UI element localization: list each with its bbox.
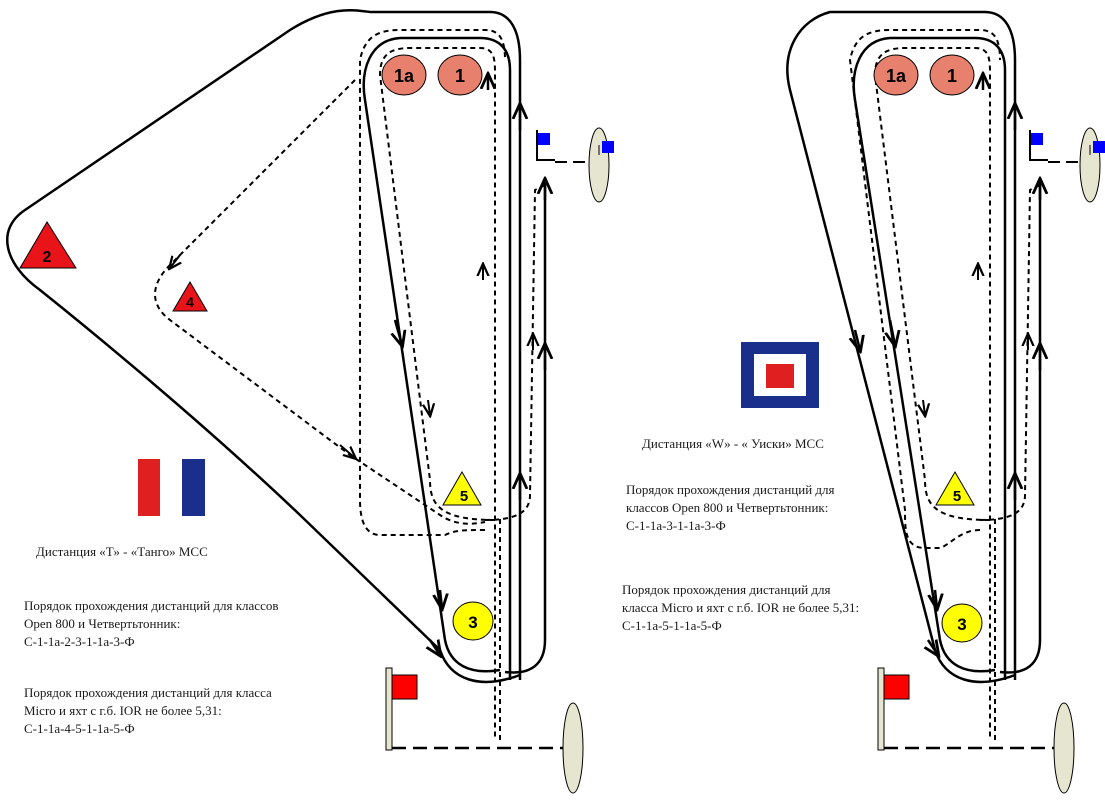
whiskey-order-2-sequence: С-1-1а-5-1-1а-5-Ф (622, 618, 722, 633)
tango-order-1-sequence: С-1-1а-2-3-1-1а-3-Ф (24, 634, 135, 649)
whiskey-order-1-sequence: С-1-1а-3-1-1а-3-Ф (626, 518, 726, 533)
mark-3-label: 3 (468, 613, 477, 632)
whiskey-course-title: Дистанция «W» - « Уиски» МСС (642, 436, 824, 451)
whiskey-course-line-outer (786, 10, 1017, 684)
tango-course-dashed-mark4 (154, 79, 486, 525)
mark-1a-right-label: 1a (886, 66, 907, 86)
start-boat (562, 702, 584, 794)
tango-order-1-classes: Open 800 и Четвертьтонник: (24, 616, 181, 631)
finish-flag-right (1029, 130, 1048, 161)
mark-1a-label: 1a (394, 66, 415, 86)
mark-5-label: 5 (460, 488, 468, 505)
mark-4-label: 4 (186, 294, 194, 310)
tango-course-line-mark2 (6, 9, 522, 684)
whiskey-order-1-classes: классов Open 800 и Четвертьтонник: (626, 500, 829, 515)
tango-course-dashed-right (484, 184, 546, 521)
mark-5-right: 5 (935, 470, 975, 506)
tango-order-2-sequence: С-1-1а-4-5-1-1а-5-Ф (24, 721, 135, 736)
mark-1-label: 1 (455, 66, 465, 86)
whiskey-order-1-heading: Порядок прохождения дистанций для (626, 482, 835, 497)
tango-course-diagram: 1a 1 2 4 5 3 (6, 9, 614, 794)
whiskey-course-diagram: 1a 1 5 3 (741, 10, 1105, 794)
mark-1a-right: 1a (873, 54, 919, 96)
whiskey-course-dashed-outer (848, 29, 1001, 549)
tango-course-dashed-outer (359, 29, 506, 536)
mark-1: 1 (437, 54, 483, 96)
mark-5-right-label: 5 (953, 488, 961, 505)
mark-1-right: 1 (929, 54, 975, 96)
mark-5: 5 (442, 470, 482, 506)
mark-1a: 1a (381, 54, 427, 96)
whiskey-order-2-classes: класса Micro и яхт с г.б. IOR не более 5… (622, 600, 860, 615)
tango-course-line-up (504, 180, 547, 674)
tango-order-1-heading: Порядок прохождения дистанций для классо… (24, 598, 279, 613)
start-boat-right (1053, 702, 1075, 794)
whiskey-course-dashed-right (979, 184, 1041, 521)
tango-course-title: Дистанция «Т» - «Танго» МСС (36, 544, 208, 559)
finish-boat (588, 127, 614, 203)
mark-2-label: 2 (43, 249, 52, 266)
finish-flag (536, 130, 555, 161)
mark-3-right: 3 (941, 603, 983, 643)
tango-course-dashed-loop (378, 47, 501, 740)
tango-order-2-classes: Micro и яхт с г.б. IOR не более 5,31: (24, 703, 222, 718)
mark-3-right-label: 3 (957, 615, 966, 634)
mark-2: 2 (19, 221, 77, 269)
tango-signal-flag (138, 459, 205, 516)
whiskey-course-dashed-loop (873, 47, 996, 740)
whiskey-signal-flag (741, 342, 819, 408)
tango-order-2-heading: Порядок прохождения дистанций для класса (24, 685, 272, 700)
mark-4: 4 (172, 281, 208, 312)
whiskey-order-2-heading: Порядок прохождения дистанций для (622, 582, 831, 597)
tango-course-line-inner (362, 36, 512, 680)
start-flag-right (877, 667, 910, 751)
mark-1-right-label: 1 (947, 66, 957, 86)
whiskey-course-line-inner (852, 36, 1007, 680)
finish-boat-right (1079, 127, 1105, 203)
mark-3: 3 (452, 601, 494, 641)
start-flag (385, 667, 418, 751)
whiskey-course-line-up (999, 180, 1042, 674)
